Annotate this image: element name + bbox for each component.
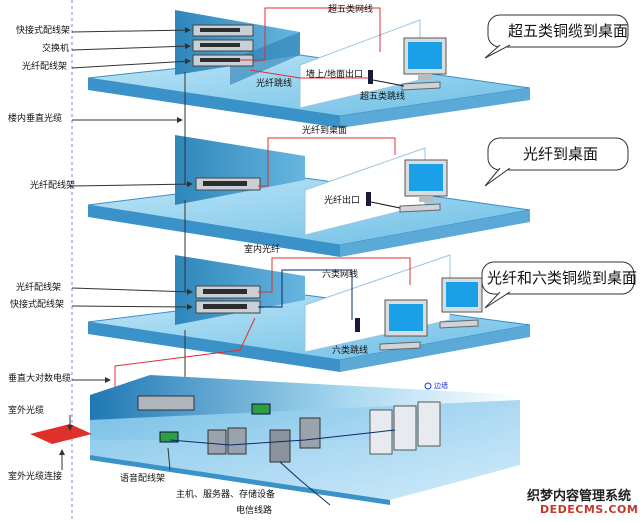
- label-quick-patch-panel: 快接式配线架: [16, 26, 71, 36]
- basement-cabling: [169, 429, 396, 446]
- floor-2-desktop-computer: [370, 159, 448, 213]
- floor-3-cable-label: 六类网线: [322, 270, 359, 280]
- floor-2-rack: [195, 177, 261, 191]
- floor-2-fiber-outlet: [366, 192, 371, 206]
- callout-floor-3: 光纤和六类铜缆到桌面: [487, 269, 638, 287]
- basement-equipment-room: [30, 375, 520, 506]
- basement-green-panel: [251, 403, 271, 415]
- callout-bubble-2: [484, 137, 629, 187]
- label-hosts: 主机、服务器、存储设备: [176, 490, 276, 500]
- label-vertical-copper: 垂直大对数电缆: [8, 374, 72, 384]
- label-fiber-patch-panel: 光纤配线架: [22, 62, 68, 72]
- floor-1-jumper-label: 超五类跳线: [360, 92, 406, 102]
- vertical-copper-cable: [114, 317, 256, 400]
- callout-floor-1: 超五类铜缆到桌面: [508, 22, 629, 40]
- floor-1-cable-label: 超五类网线: [328, 5, 374, 15]
- floor-1: [87, 7, 531, 128]
- floor-3-desktop-computer-1: [379, 299, 428, 351]
- floor-3-cat6-cable: [258, 269, 353, 320]
- floor-1-fiber-jumper-label: 光纤跳线: [256, 79, 293, 89]
- basement-storage-array: [369, 401, 441, 455]
- label-switch: 交换机: [42, 44, 70, 54]
- floor-1-fiber-jumper-line: [249, 69, 370, 79]
- callout-floor-2: 光纤到桌面: [523, 145, 599, 163]
- floor-3-indoor-fiber-label: 室内光纤: [244, 245, 281, 255]
- label-fiber-patch-panel-2: 光纤配线架: [30, 181, 76, 191]
- label-edge-wall: 边墙: [434, 382, 448, 390]
- label-fiber-patch-panel-3: 光纤配线架: [16, 283, 62, 293]
- floor-1-outlet-label: 墙上/地面出口: [306, 70, 364, 80]
- floor-1-wall-outlet: [368, 70, 373, 84]
- leader-arrows: [59, 27, 193, 471]
- edge-wall-marker: [424, 382, 432, 390]
- callout-bubble-1: [484, 14, 629, 59]
- floor-2-slab-side: [340, 210, 530, 257]
- floor-2-outlet-label: 光纤出口: [324, 196, 361, 206]
- floor-3-slab-front: [88, 322, 340, 372]
- floor-3-outlet: [355, 318, 360, 332]
- floor-3-slab-side: [340, 325, 530, 372]
- outdoor-fiber-entry: [30, 424, 92, 444]
- floor-3-desktop-computer-2: [439, 277, 483, 329]
- floor-3-jumper-label: 六类跳线: [332, 346, 369, 356]
- label-vertical-fiber: 楼内垂直光缆: [8, 114, 63, 124]
- telecom-line: [279, 461, 331, 506]
- watermark-title: 织梦内容管理系统: [527, 489, 632, 504]
- floor-1-desktop-computer: [372, 37, 447, 91]
- floor-1-slab-side: [340, 88, 530, 128]
- callout-bubble-3: [481, 261, 635, 309]
- voice-patch-panel-device: [159, 431, 179, 443]
- floor-3: [87, 254, 531, 372]
- label-outdoor-fiber: 室外光缆: [8, 406, 45, 416]
- floor-1-cable-to-desk: [240, 7, 381, 61]
- floor-2-cable-label: 光纤到桌面: [302, 126, 348, 136]
- label-outdoor-fiber-connect: 室外光缆连接: [8, 472, 63, 482]
- floor-1-slab-front: [88, 78, 340, 128]
- floor-2-slab-front: [88, 205, 340, 257]
- floor-2: [87, 135, 531, 257]
- floor-3-indoor-fiber: [258, 257, 411, 293]
- label-quick-patch-panel-3: 快接式配线架: [10, 300, 65, 310]
- watermark-domain: DEDECMS.COM: [540, 503, 639, 516]
- floor-3-rack: [195, 285, 261, 314]
- basement-main-rack: [137, 395, 195, 411]
- label-telecom: 电信线路: [236, 506, 273, 516]
- label-voice-patch-panel: 语音配线架: [120, 474, 166, 484]
- floor-2-fiber-to-desk: [258, 137, 396, 187]
